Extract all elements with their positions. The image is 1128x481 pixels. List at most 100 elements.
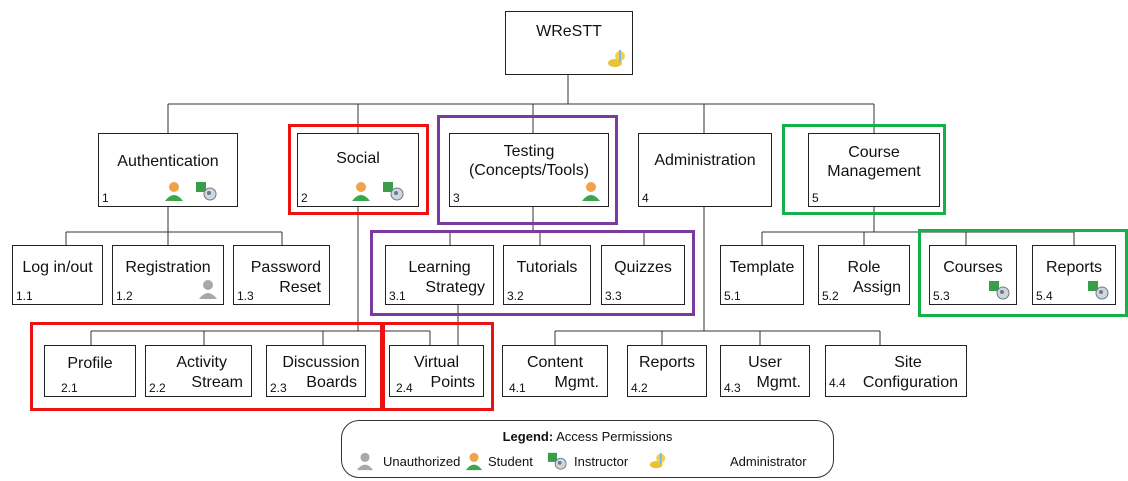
node-label: Site bbox=[894, 354, 922, 371]
student-icon bbox=[352, 182, 370, 201]
node-number: 4.2 bbox=[631, 381, 648, 395]
node-label: User bbox=[748, 354, 782, 371]
node-label: Content bbox=[526, 354, 584, 371]
node-number: 5.3 bbox=[933, 289, 950, 303]
instructor-icon bbox=[1088, 281, 1109, 300]
node-number: 3.1 bbox=[389, 289, 406, 303]
node-label: Password bbox=[250, 259, 321, 276]
legend-title: Legend: Access Permissions bbox=[342, 429, 833, 444]
node-label: Management bbox=[827, 163, 921, 180]
node-number: 2.2 bbox=[149, 381, 166, 395]
node-login: Log in/out 1.1 bbox=[12, 245, 103, 305]
node-password-reset: Password Reset 1.3 bbox=[233, 245, 330, 305]
node-discussion-boards: Discussion Boards 2.3 bbox=[266, 345, 366, 397]
node-profile: Profile 2.1 bbox=[44, 345, 136, 397]
node-label: Reports bbox=[638, 354, 696, 371]
node-site-configuration: Site Configuration 4.4 bbox=[825, 345, 967, 397]
node-virtual-points: Virtual Points 2.4 bbox=[389, 345, 484, 397]
administrator-icon bbox=[608, 50, 625, 67]
node-number: 1 bbox=[102, 191, 109, 205]
node-number: 5 bbox=[812, 191, 819, 205]
node-label: Courses bbox=[943, 259, 1003, 276]
student-icon bbox=[165, 182, 183, 201]
node-social: Social 2 bbox=[297, 133, 419, 207]
node-label: Boards bbox=[306, 374, 357, 391]
legend-label-student: Student bbox=[488, 454, 533, 469]
node-number: 2.3 bbox=[270, 381, 287, 395]
node-number: 2.4 bbox=[396, 381, 413, 395]
node-label: Points bbox=[430, 374, 475, 391]
node-registration: Registration 1.2 bbox=[112, 245, 224, 305]
legend-label-administrator: Administrator bbox=[730, 454, 807, 469]
node-label: Quizzes bbox=[614, 259, 672, 276]
node-label: Virtual bbox=[413, 354, 460, 371]
node-label: Tutorials bbox=[516, 259, 578, 276]
node-label: Mgmt. bbox=[756, 374, 801, 391]
node-number: 4.4 bbox=[829, 376, 846, 390]
node-label: Course bbox=[848, 144, 900, 161]
node-courses: Courses 5.3 bbox=[929, 245, 1017, 305]
unauthorized-icon bbox=[199, 280, 217, 299]
node-number: 3.2 bbox=[507, 289, 524, 303]
node-testing: Testing (Concepts/Tools) 3 bbox=[449, 133, 609, 207]
node-number: 5.4 bbox=[1036, 289, 1053, 303]
node-wrestt: WReSTT bbox=[505, 11, 633, 75]
node-label: (Concepts/Tools) bbox=[468, 162, 590, 179]
node-administration: Administration 4 bbox=[638, 133, 772, 207]
node-number: 2 bbox=[301, 191, 308, 205]
node-label: Registration bbox=[125, 259, 211, 276]
legend-label-unauthorized: Unauthorized bbox=[383, 454, 461, 469]
node-number: 5.2 bbox=[822, 289, 839, 303]
node-user-mgmt: User Mgmt. 4.3 bbox=[720, 345, 810, 397]
node-number: 4.1 bbox=[509, 381, 526, 395]
node-label: Authentication bbox=[117, 153, 219, 170]
instructor-icon bbox=[547, 452, 567, 470]
unauthorized-icon bbox=[356, 452, 374, 471]
student-icon bbox=[465, 452, 483, 471]
node-number: 1.2 bbox=[116, 289, 133, 303]
node-reports-course: Reports 5.4 bbox=[1032, 245, 1116, 305]
node-label: Administration bbox=[654, 152, 756, 169]
node-role-assign: Role Assign 5.2 bbox=[818, 245, 910, 305]
node-label: Mgmt. bbox=[554, 374, 599, 391]
node-number: 1.1 bbox=[16, 289, 33, 303]
instructor-icon bbox=[383, 182, 404, 201]
instructor-icon bbox=[989, 281, 1010, 300]
node-label: Role bbox=[847, 259, 881, 276]
node-label: Log in/out bbox=[22, 259, 93, 276]
node-label: Stream bbox=[191, 374, 243, 391]
legend: Legend: Access Permissions Unauthorized … bbox=[341, 420, 834, 478]
node-number: 2.1 bbox=[61, 381, 78, 395]
node-quizzes: Quizzes 3.3 bbox=[601, 245, 685, 305]
node-reports-admin: Reports 4.2 bbox=[627, 345, 707, 397]
legend-title-bold: Legend: bbox=[502, 429, 554, 444]
legend-label-instructor: Instructor bbox=[574, 454, 629, 469]
node-label: Discussion bbox=[282, 354, 360, 371]
legend-title-text: Access Permissions bbox=[553, 429, 673, 444]
student-icon bbox=[582, 182, 600, 201]
node-number: 4.3 bbox=[724, 381, 741, 395]
node-number: 5.1 bbox=[724, 289, 741, 303]
node-label: Learning bbox=[408, 259, 471, 276]
node-label: Reset bbox=[279, 279, 321, 296]
node-course-management: Course Management 5 bbox=[808, 133, 940, 207]
node-tutorials: Tutorials 3.2 bbox=[503, 245, 591, 305]
administrator-icon bbox=[649, 452, 666, 469]
node-number: 3.3 bbox=[605, 289, 622, 303]
node-content-mgmt: Content Mgmt. 4.1 bbox=[502, 345, 608, 397]
node-label: Configuration bbox=[862, 374, 958, 391]
node-label: Strategy bbox=[425, 279, 485, 296]
instructor-icon bbox=[196, 182, 217, 201]
node-label: Reports bbox=[1045, 259, 1103, 276]
node-number: 3 bbox=[453, 191, 460, 205]
node-label: Template bbox=[729, 259, 795, 276]
node-activity-stream: Activity Stream 2.2 bbox=[145, 345, 252, 397]
node-label: Activity bbox=[176, 354, 227, 371]
node-label: Assign bbox=[852, 279, 901, 296]
node-learning-strategy: Learning Strategy 3.1 bbox=[385, 245, 494, 305]
node-number: 1.3 bbox=[237, 289, 254, 303]
node-template: Template 5.1 bbox=[720, 245, 804, 305]
node-label: Testing bbox=[503, 143, 555, 160]
node-label: Profile bbox=[67, 355, 113, 372]
